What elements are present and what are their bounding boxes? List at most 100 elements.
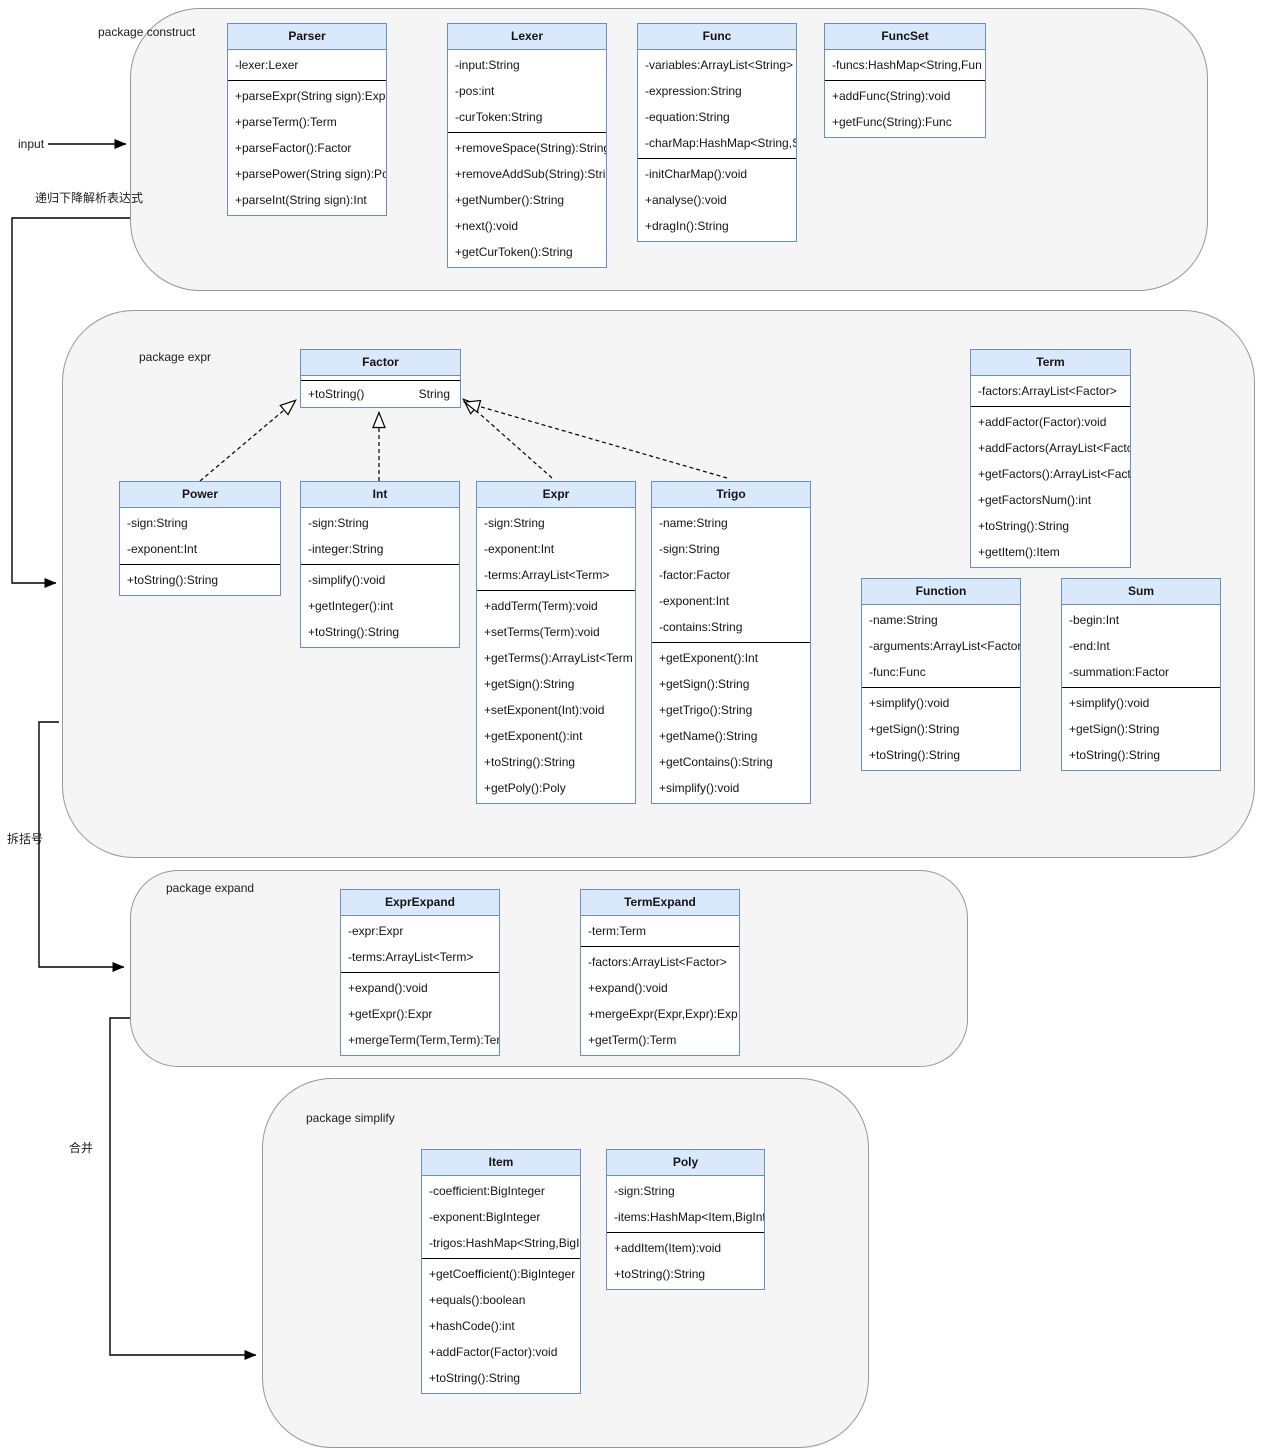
attributes-section: -factors:ArrayList<Factor> <box>971 376 1130 407</box>
class-method: +getSign():String <box>484 677 575 691</box>
attributes-section: -coefficient:BigInteger-exponent:BigInte… <box>422 1176 580 1259</box>
class-method: +parseFactor():Factor <box>235 141 352 155</box>
class-method: +addTerm(Term):void <box>484 599 598 613</box>
class-method: +getTrigo():String <box>659 703 753 717</box>
class-method: +simplify():void <box>869 696 950 710</box>
class-method: +getFactors():ArrayList<Fact <box>978 467 1130 481</box>
split-flow-label: 拆括号 <box>7 832 44 846</box>
class-method: +getContains():String <box>659 755 773 769</box>
class-attribute: -charMap:HashMap<String,S <box>645 136 796 150</box>
class-method: +simplify():void <box>659 781 740 795</box>
attributes-divider <box>301 376 460 381</box>
attributes-section: -variables:ArrayList<String> -expression:… <box>638 50 796 159</box>
package-simplify-label: package simplify <box>306 1111 395 1125</box>
class-attribute: -factor:Factor <box>659 568 731 582</box>
attributes-section: -sign:String-exponent:Int <box>120 508 280 565</box>
class-box-funcset: FuncSet-funcs:HashMap<String,Fun+addFunc… <box>824 23 986 138</box>
class-box-int: Int-sign:String-integer:String-simplify(… <box>300 481 460 648</box>
class-attribute: -name:String <box>869 613 938 627</box>
class-attribute: -expression:String <box>645 84 742 98</box>
class-title: Function <box>862 579 1020 605</box>
class-title: Parser <box>228 24 386 50</box>
class-title: Item <box>422 1150 580 1176</box>
attributes-section: -expr:Expr -terms:ArrayList<Term> <box>341 916 499 973</box>
class-method: -factors:ArrayList<Factor> <box>588 955 727 969</box>
methods-section: +expand():void+getExpr():Expr+mergeTerm(… <box>341 973 499 1055</box>
class-attribute: -integer:String <box>308 542 384 556</box>
class-box-exprexpand: ExprExpand-expr:Expr-terms:ArrayList<Ter… <box>340 889 500 1056</box>
attributes-section: -name:String-sign:String-factor:Factor-e… <box>652 508 810 643</box>
class-method: +getTerms():ArrayList<Term <box>484 651 633 665</box>
class-method: +setExponent(Int):void <box>484 703 605 717</box>
class-method: +toString():String <box>614 1267 706 1281</box>
class-method: +toString():String <box>308 625 400 639</box>
class-box-power: Power-sign:String-exponent:Int+toString(… <box>119 481 281 596</box>
class-attribute: -items:HashMap<Item,BigInt <box>614 1210 764 1224</box>
class-attribute: -sign:String <box>484 516 545 530</box>
class-method: +removeAddSub(String):Stri <box>455 167 606 181</box>
attributes-section: -sign:String-exponent:Int-terms:ArrayLis… <box>477 508 635 591</box>
class-method: +getTerm():Term <box>588 1033 677 1047</box>
class-attribute: -variables:ArrayList<String> <box>645 58 794 72</box>
class-method: +next():void <box>455 219 519 233</box>
class-attribute: -expr:Expr <box>348 924 404 938</box>
attributes-section: -lexer:Lexer <box>228 50 386 81</box>
class-method: +getFactorsNum():int <box>978 493 1092 507</box>
class-title: FuncSet <box>825 24 985 50</box>
class-attribute: -terms:ArrayList<Term> <box>348 950 474 964</box>
attributes-section: -sign:String-items:HashMap<Item,BigInt <box>607 1176 764 1233</box>
methods-section: -initCharMap():void +analyse():void +dragI… <box>638 159 796 241</box>
class-box-term: Term -factors:ArrayList<Factor> +addFactor… <box>970 349 1131 568</box>
class-attribute: -exponent:BigInteger <box>429 1210 541 1224</box>
class-title: Term <box>971 350 1130 376</box>
class-attribute: -factors:ArrayList<Factor> <box>978 384 1117 398</box>
class-method: +getCurToken():String <box>455 245 573 259</box>
class-title: Expr <box>477 482 635 508</box>
methods-section: -factors:ArrayList<Factor>+expand():void… <box>581 947 739 1055</box>
class-method: +simplify():void <box>1069 696 1150 710</box>
class-method: +getFunc(String):Func <box>832 115 952 129</box>
expand-to-simplify-arrow <box>109 1017 257 1360</box>
operation-name: +toString() <box>308 387 365 401</box>
class-title: Poly <box>607 1150 764 1176</box>
class-method: +toString():String <box>127 573 219 587</box>
class-method: +addFactor(Factor):void <box>429 1345 558 1359</box>
class-method: -initCharMap():void <box>645 167 748 181</box>
class-operation: +toString()String <box>301 381 460 407</box>
methods-section: +removeSpace(String):String +removeAddSub… <box>448 133 606 267</box>
class-box-item: Item-coefficient:BigInteger-exponent:Big… <box>421 1149 581 1394</box>
methods-section: +addFunc(String):void +getFunc(String):Fu… <box>825 81 985 137</box>
class-attribute: -sign:String <box>308 516 369 530</box>
methods-section: +addFactor(Factor):void+addFactors(Array… <box>971 407 1130 567</box>
package-construct-label: package construct <box>98 25 196 39</box>
attributes-section: -input:String-pos:int-curToken:String <box>448 50 606 133</box>
class-method: +equals():boolean <box>429 1293 526 1307</box>
class-method: +getSign():String <box>1069 722 1160 736</box>
class-attribute: -contains:String <box>659 620 743 634</box>
attributes-section: -term:Term <box>581 916 739 947</box>
class-attribute: -equation:String <box>645 110 730 124</box>
class-method: +getName():String <box>659 729 758 743</box>
methods-section: +simplify():void +getSign():String +toStri… <box>1062 688 1220 770</box>
class-method: +hashCode():int <box>429 1319 515 1333</box>
class-title: TermExpand <box>581 890 739 916</box>
class-method: +getCoefficient():BigInteger <box>429 1267 576 1281</box>
class-method: +parsePower(String sign):Po <box>235 167 386 181</box>
class-box-lexer: Lexer-input:String-pos:int-curToken:Stri… <box>447 23 607 268</box>
class-box-func: Func-variables:ArrayList<String>-express… <box>637 23 797 242</box>
class-method: +toString():String <box>1069 748 1161 762</box>
class-title: Factor <box>301 350 460 376</box>
class-method: +addFactors(ArrayList<Facto <box>978 441 1130 455</box>
class-method: +removeSpace(String):String <box>455 141 606 155</box>
methods-section: +addTerm(Term):void+setTerms(Term):void+… <box>477 591 635 803</box>
class-attribute: -func:Func <box>869 665 926 679</box>
class-attribute: -summation:Factor <box>1069 665 1170 679</box>
class-method: +getPoly():Poly <box>484 781 566 795</box>
class-attribute: -arguments:ArrayList<Factor <box>869 639 1020 653</box>
class-attribute: -name:String <box>659 516 728 530</box>
class-method: +addFunc(String):void <box>832 89 951 103</box>
class-method: +dragIn():String <box>645 219 729 233</box>
class-method: -simplify():void <box>308 573 386 587</box>
class-method: +analyse():void <box>645 193 727 207</box>
